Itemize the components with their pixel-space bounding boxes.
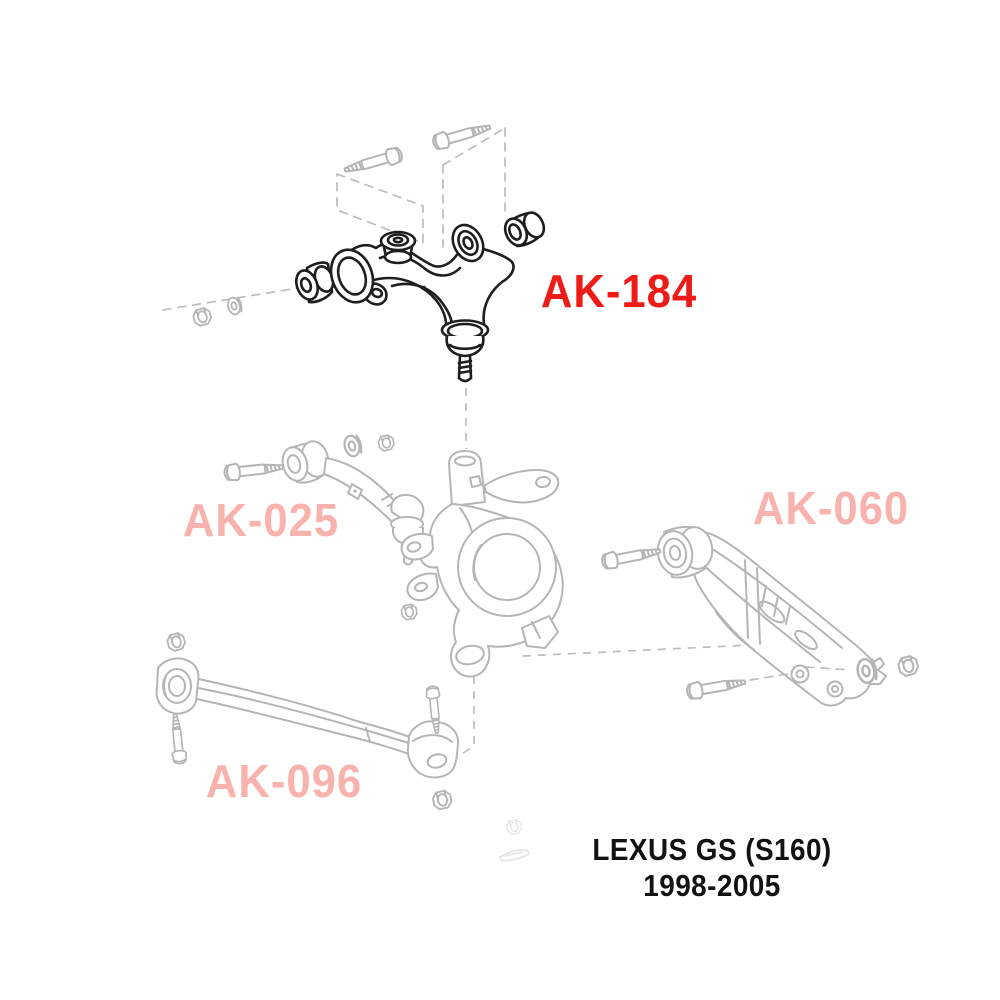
- castle-nut-icon: [505, 818, 523, 836]
- nut-icon: [191, 306, 214, 328]
- strut-rod-ak096: [155, 631, 460, 812]
- faint-hardware: [499, 818, 530, 862]
- bushing-icon: [451, 223, 485, 263]
- upper-control-arm-ak184: [294, 211, 546, 383]
- bolt-icon: [341, 144, 405, 179]
- bolt-icon: [430, 118, 494, 153]
- bushing-icon: [294, 261, 335, 304]
- clevis-end: [406, 720, 460, 779]
- bolt-icon: [599, 541, 663, 572]
- bushing-icon: [155, 657, 200, 715]
- part-label-ak060: AK-060: [752, 482, 910, 534]
- nut-icon: [165, 631, 188, 653]
- upper-arm-left-hardware: [191, 294, 245, 328]
- bushing-icon: [656, 525, 714, 579]
- arm-body: [690, 531, 887, 707]
- rod-body: [191, 677, 419, 757]
- bushing-icon: [281, 440, 330, 484]
- lower-leader-lines: [456, 642, 794, 758]
- nut-icon: [399, 602, 419, 622]
- steering-knuckle: [399, 450, 564, 678]
- nut-icon: [430, 788, 454, 812]
- washer-icon: [225, 294, 245, 317]
- ball-joint: [440, 319, 490, 383]
- vehicle-name: LEXUS GS (S160): [592, 832, 832, 867]
- part-label-ak025: AK-025: [182, 494, 340, 546]
- lateral-arm-ak025: [222, 432, 425, 566]
- bolt-icon: [684, 672, 748, 702]
- cotter-pin-icon: [499, 849, 530, 862]
- nut-icon: [376, 433, 396, 453]
- bolt-icon: [222, 457, 285, 483]
- bushing-icon: [379, 230, 417, 265]
- washer-icon: [341, 432, 365, 460]
- bolt-icon: [167, 712, 189, 766]
- trailing-arm-ak060: [599, 525, 921, 707]
- nut-icon: [895, 653, 921, 679]
- vehicle-years: 1998-2005: [643, 868, 781, 903]
- part-label-ak096: AK-096: [205, 755, 363, 807]
- bushing-icon: [503, 211, 546, 248]
- part-label-ak184: AK-184: [540, 265, 698, 317]
- vehicle-caption: LEXUS GS (S160) 1998-2005: [592, 832, 831, 904]
